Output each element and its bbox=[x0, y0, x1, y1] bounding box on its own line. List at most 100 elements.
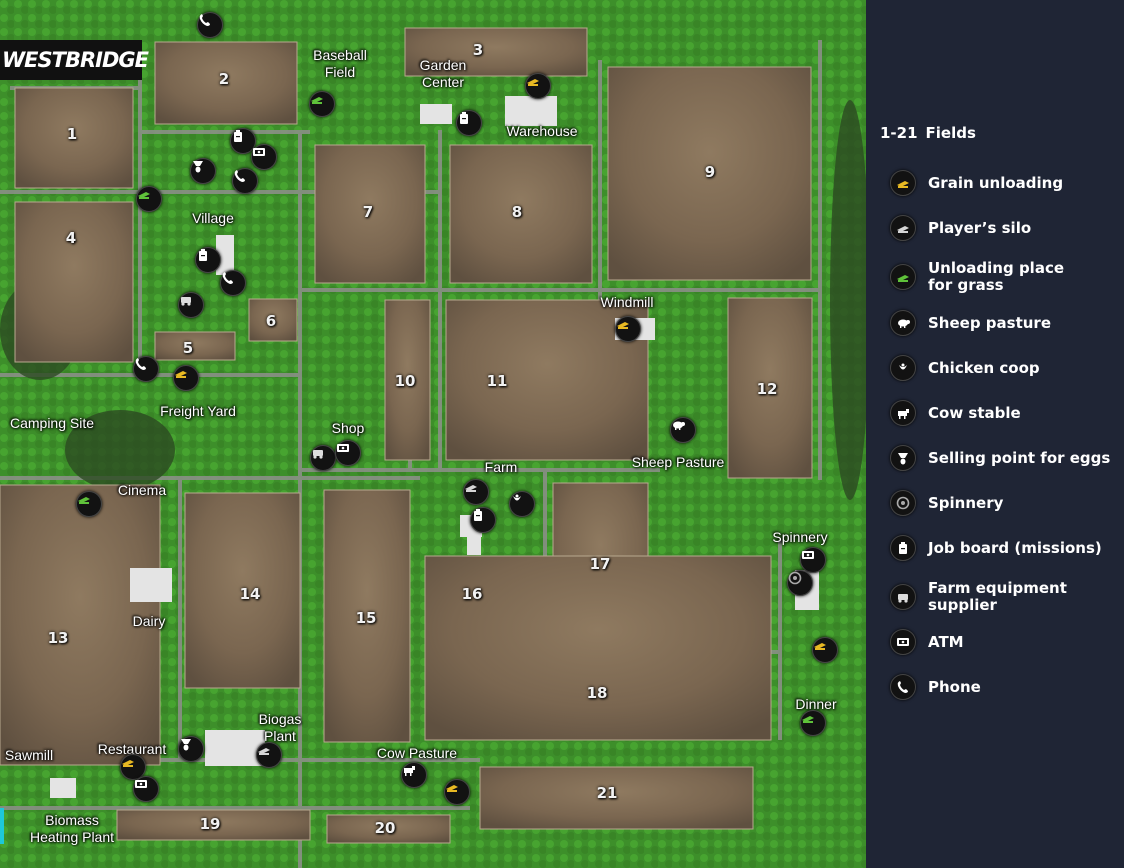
legend-fields-code: 1-21 bbox=[880, 124, 918, 142]
field-label-1: 1 bbox=[66, 125, 78, 143]
phone-icon[interactable] bbox=[197, 12, 223, 38]
silo-icon[interactable] bbox=[463, 479, 489, 505]
legend-fields-label: Fields bbox=[925, 124, 976, 142]
grass-icon[interactable] bbox=[136, 186, 162, 212]
legend-item-phone: Phone bbox=[890, 674, 981, 700]
phone-icon[interactable] bbox=[220, 270, 246, 296]
place-label-village: Village bbox=[192, 210, 234, 226]
eggs-icon[interactable] bbox=[178, 736, 204, 762]
legend-item-atm: ATM bbox=[890, 629, 964, 655]
field-label-3: 3 bbox=[472, 41, 484, 59]
legend-item-cow: Cow stable bbox=[890, 400, 1021, 426]
grain-icon[interactable] bbox=[444, 779, 470, 805]
place-label-windmill: Windmill bbox=[600, 294, 654, 310]
legend-item-chicken: Chicken coop bbox=[890, 355, 1040, 381]
job-icon[interactable] bbox=[195, 247, 221, 273]
legend-item-label: ATM bbox=[928, 632, 964, 651]
place-label-camping-site: Camping Site bbox=[9, 415, 95, 431]
legend-item-label: Job board (missions) bbox=[928, 538, 1102, 557]
legend-item-label: Player’s silo bbox=[928, 218, 1032, 237]
field-label-4: 4 bbox=[65, 229, 77, 247]
silo-icon bbox=[890, 215, 916, 241]
place-label-cinema: Cinema bbox=[117, 482, 167, 498]
legend-item-sheep: Sheep pasture bbox=[890, 310, 1051, 336]
phone-icon[interactable] bbox=[232, 168, 258, 194]
legend-fields: 1-21 Fields bbox=[880, 125, 976, 142]
field-label-14: 14 bbox=[239, 585, 261, 603]
place-label-sawmill: Sawmill bbox=[4, 747, 54, 763]
grain-icon[interactable] bbox=[812, 637, 838, 663]
cow-icon bbox=[890, 400, 916, 426]
legend-item-label: Spinnery bbox=[928, 493, 1004, 512]
place-label-freight-yard: Freight Yard bbox=[160, 403, 236, 419]
field-label-8: 8 bbox=[511, 203, 523, 221]
place-label-farm: Farm bbox=[484, 459, 518, 475]
field-label-5: 5 bbox=[182, 339, 194, 357]
legend-item-label: Sheep pasture bbox=[928, 313, 1051, 332]
place-label-dairy: Dairy bbox=[132, 613, 166, 629]
grain-icon[interactable] bbox=[615, 316, 641, 342]
eggs-icon bbox=[890, 445, 916, 471]
field-label-13: 13 bbox=[47, 629, 69, 647]
legend-item-job: Job board (missions) bbox=[890, 535, 1102, 561]
spinnery-icon bbox=[890, 490, 916, 516]
grain-icon[interactable] bbox=[120, 754, 146, 780]
chicken-icon[interactable] bbox=[509, 491, 535, 517]
equipment-icon bbox=[890, 584, 916, 610]
field-label-19: 19 bbox=[199, 815, 221, 833]
phone-icon bbox=[890, 674, 916, 700]
phone-icon[interactable] bbox=[133, 356, 159, 382]
accent-edge bbox=[0, 808, 4, 844]
equipment-icon[interactable] bbox=[178, 292, 204, 318]
silo-icon[interactable] bbox=[256, 742, 282, 768]
cow-icon[interactable] bbox=[401, 762, 427, 788]
field-label-11: 11 bbox=[486, 372, 508, 390]
legend-item-label: Chicken coop bbox=[928, 358, 1040, 377]
field-label-7: 7 bbox=[362, 203, 374, 221]
place-label-spinnery: Spinnery bbox=[772, 529, 828, 545]
grain-icon[interactable] bbox=[173, 365, 199, 391]
grain-icon bbox=[890, 170, 916, 196]
legend-item-eggs: Selling point for eggs bbox=[890, 445, 1110, 471]
atm-icon bbox=[890, 629, 916, 655]
field-label-15: 15 bbox=[355, 609, 377, 627]
field-label-20: 20 bbox=[374, 819, 396, 837]
field-label-2: 2 bbox=[218, 70, 230, 88]
job-icon[interactable] bbox=[456, 110, 482, 136]
grain-icon[interactable] bbox=[525, 73, 551, 99]
job-icon[interactable] bbox=[470, 507, 496, 533]
atm-icon[interactable] bbox=[800, 547, 826, 573]
grass-icon[interactable] bbox=[309, 91, 335, 117]
place-label-restaurant: Restaurant bbox=[97, 741, 167, 757]
legend-item-grain: Grain unloading bbox=[890, 170, 1063, 196]
field-label-6: 6 bbox=[265, 312, 277, 330]
grass-icon[interactable] bbox=[800, 710, 826, 736]
sheep-icon[interactable] bbox=[670, 417, 696, 443]
legend-item-label: Selling point for eggs bbox=[928, 448, 1111, 467]
job-icon bbox=[890, 535, 916, 561]
place-label-warehouse: Warehouse bbox=[506, 123, 578, 139]
eggs-icon[interactable] bbox=[190, 158, 216, 184]
field-label-17: 17 bbox=[589, 555, 611, 573]
field-label-21: 21 bbox=[596, 784, 618, 802]
spinnery-icon[interactable] bbox=[787, 570, 813, 596]
map-title: WESTBRIDGE bbox=[0, 40, 149, 80]
legend-item-label: Cow stable bbox=[928, 403, 1021, 422]
atm-icon[interactable] bbox=[251, 144, 277, 170]
atm-icon[interactable] bbox=[133, 776, 159, 802]
place-label-cow-pasture: Cow Pasture bbox=[376, 745, 458, 761]
atm-icon[interactable] bbox=[335, 440, 361, 466]
equipment-icon[interactable] bbox=[310, 445, 336, 471]
legend-item-label: Grain unloading bbox=[928, 173, 1064, 192]
grass-icon[interactable] bbox=[76, 491, 102, 517]
